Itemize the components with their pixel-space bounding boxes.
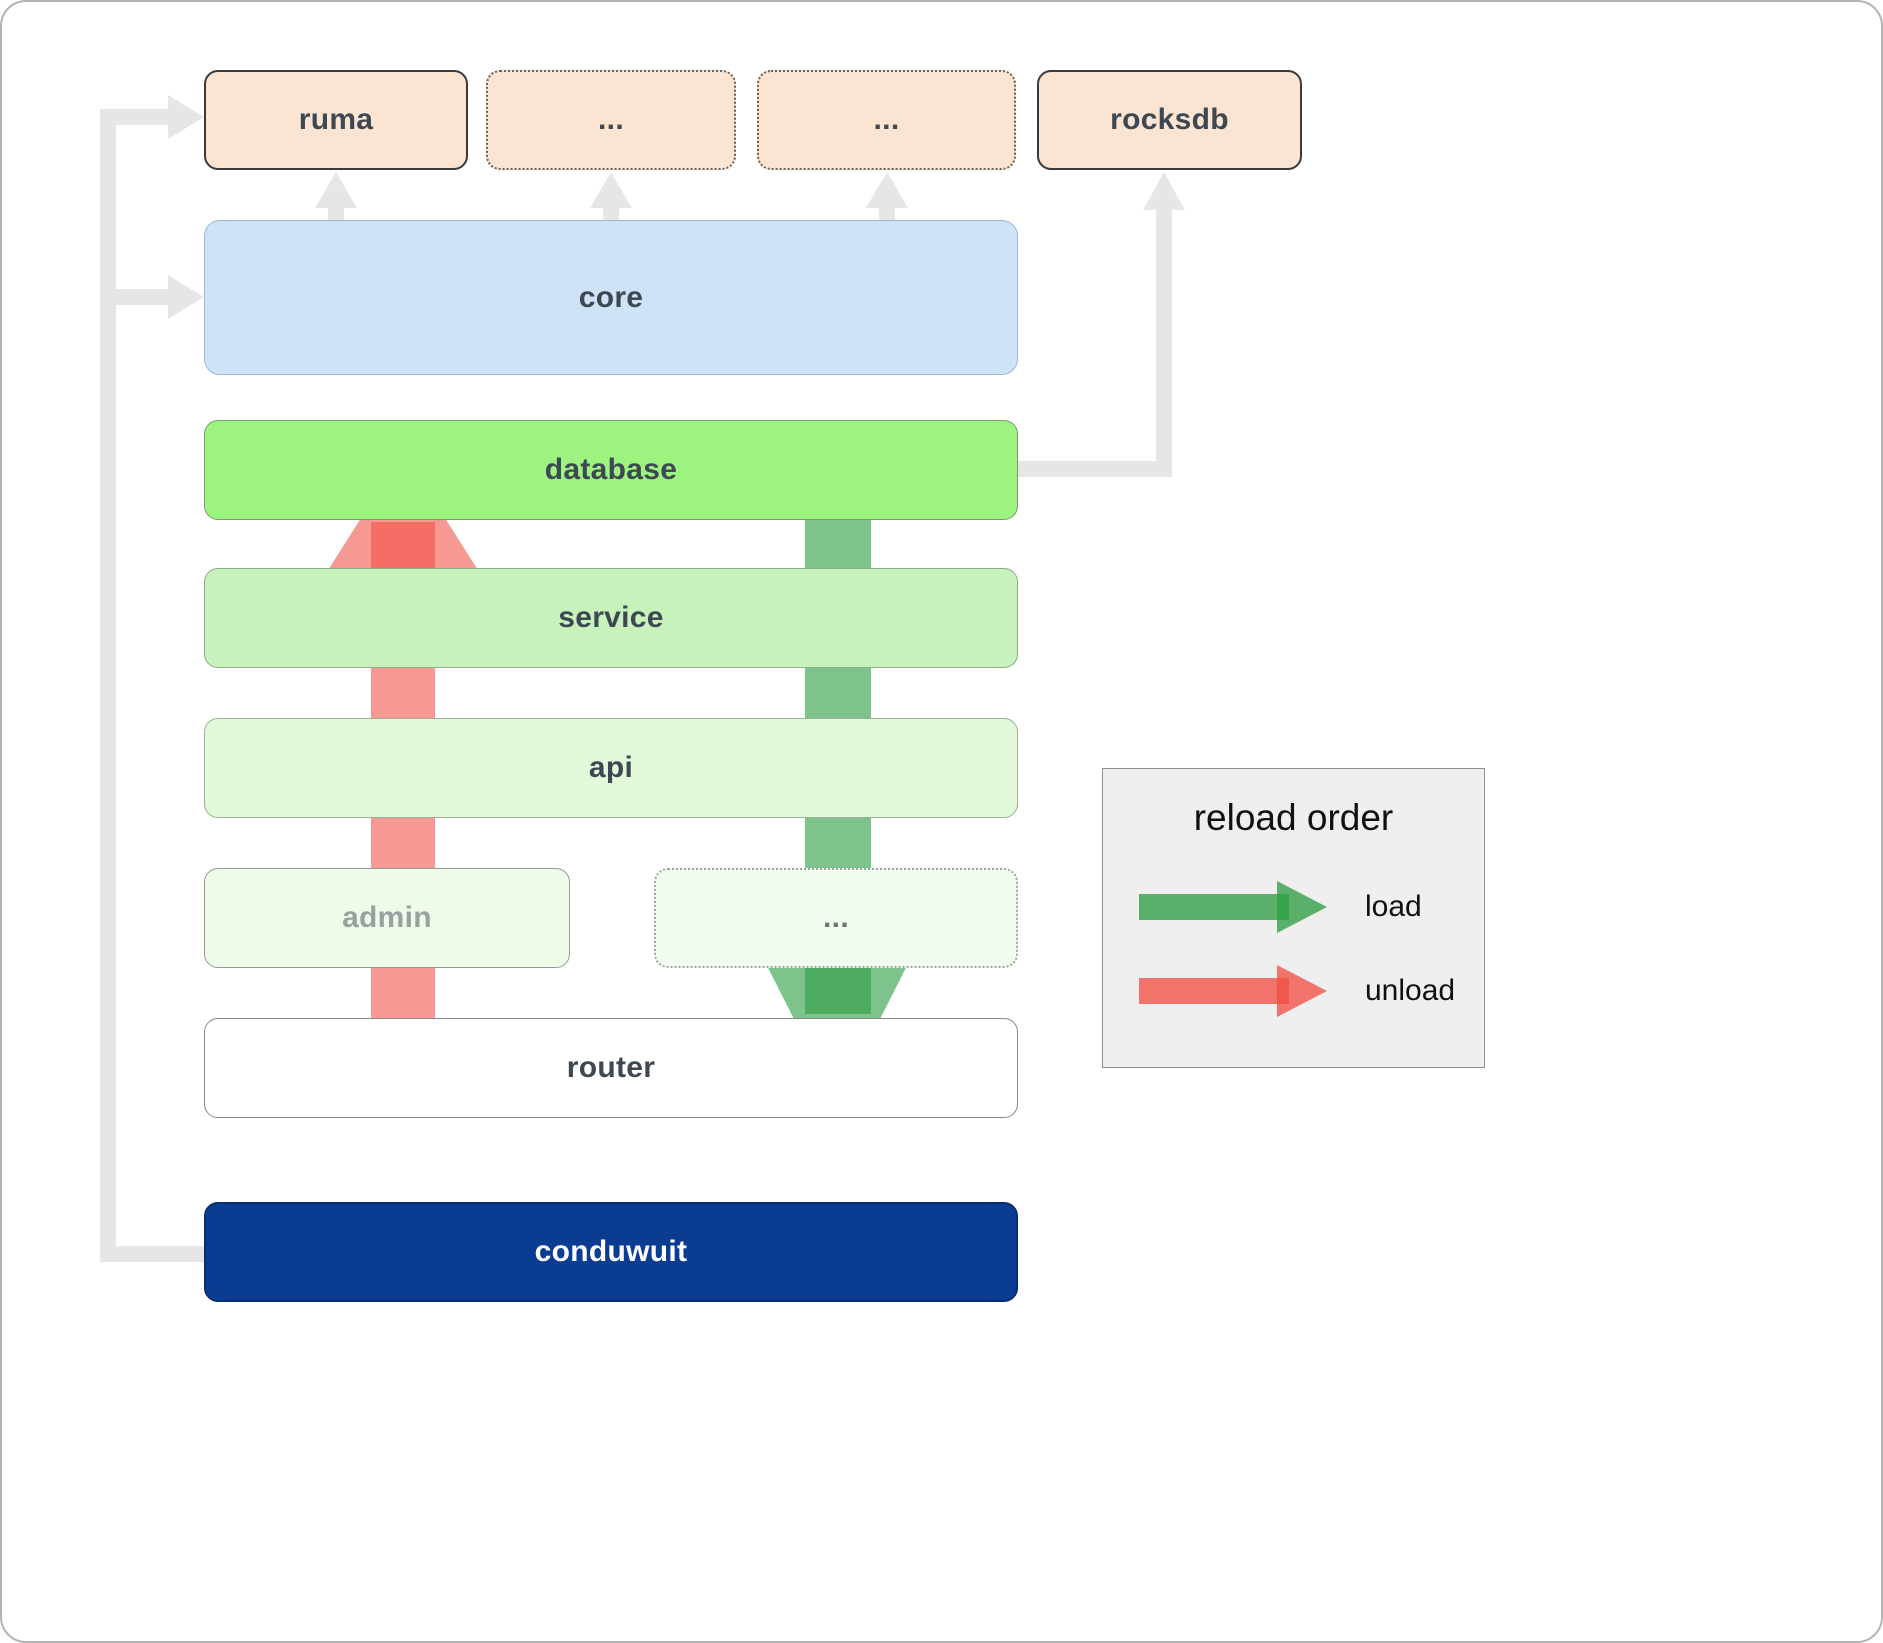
node-rocksdb: rocksdb xyxy=(1037,70,1302,170)
node-admin-ellipsis-label: ... xyxy=(823,901,849,934)
node-conduwuit-label: conduwuit xyxy=(534,1235,688,1268)
node-api: api xyxy=(204,718,1018,818)
node-ellipsis-1-label: ... xyxy=(598,103,624,136)
node-ruma-label: ruma xyxy=(298,103,374,136)
node-core-label: core xyxy=(578,280,644,314)
node-ellipsis-1: ... xyxy=(486,70,736,170)
node-router: router xyxy=(204,1018,1018,1118)
node-ellipsis-2: ... xyxy=(757,70,1016,170)
legend-title: reload order xyxy=(1193,797,1394,838)
node-database: database xyxy=(204,420,1018,520)
node-admin-ellipsis: ... xyxy=(654,868,1018,968)
node-admin-label: admin xyxy=(342,901,432,934)
node-service: service xyxy=(204,568,1018,668)
node-admin: admin xyxy=(204,868,570,968)
legend-unload-label: unload xyxy=(1365,974,1456,1007)
database-to-rocksdb-connector xyxy=(1018,172,1185,477)
node-ellipsis-2-label: ... xyxy=(873,103,900,136)
load-arrow-icon xyxy=(1139,881,1327,933)
node-core: core xyxy=(204,220,1018,375)
unload-arrow-icon xyxy=(1139,965,1327,1017)
node-router-label: router xyxy=(566,1051,656,1084)
legend-unload-row: unload xyxy=(1103,949,1484,1033)
node-conduwuit: conduwuit xyxy=(204,1202,1018,1302)
node-rocksdb-label: rocksdb xyxy=(1110,103,1229,136)
node-api-label: api xyxy=(588,751,634,784)
conduwuit-dependency-connector xyxy=(100,95,204,1262)
legend: reload order load unload xyxy=(1102,768,1485,1068)
legend-load-label: load xyxy=(1365,890,1422,923)
legend-load-row: load xyxy=(1103,865,1484,949)
node-database-label: database xyxy=(544,453,678,486)
node-service-label: service xyxy=(558,601,664,634)
node-ruma: ruma xyxy=(204,70,468,170)
core-to-top-arrows xyxy=(315,172,908,224)
